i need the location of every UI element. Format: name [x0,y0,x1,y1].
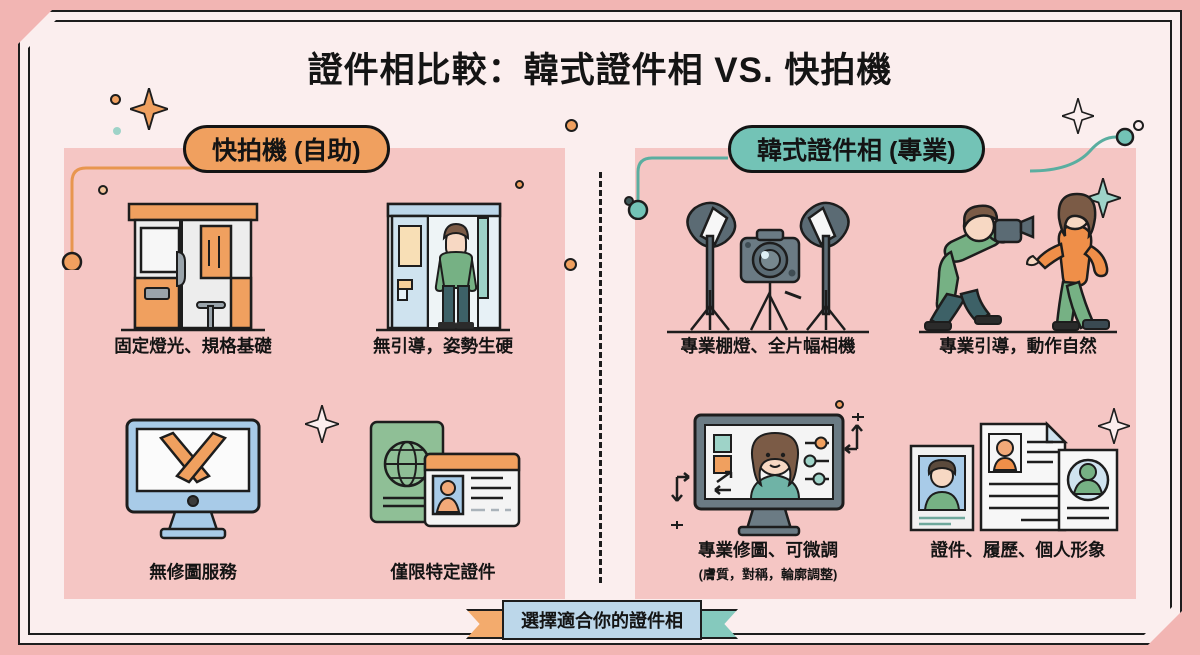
badge-right[interactable]: 韓式證件相 (專業) [728,125,985,173]
cell-left-1: 固定燈光、規格基礎 [78,196,308,358]
badge-left[interactable]: 快拍機 (自助) [183,125,390,173]
cell-left-3: 無修圖服務 [78,412,308,584]
sparkle-icon [130,88,168,130]
ribbon-label[interactable]: 選擇適合你的證件相 [502,600,702,640]
cell-right-1: 專業棚燈、全片幅相機 [648,190,888,358]
photo-booth-art [78,196,308,336]
decor-dot [565,119,578,132]
no-retouch-icon [125,418,261,540]
sparkle-icon [305,405,339,443]
decor-dot [110,94,121,105]
passport-id-icon [369,420,521,528]
connector-right [627,156,728,220]
cell-label: 專業引導，動作自然 [939,336,1097,356]
cell-label: 僅限特定證件 [390,562,496,582]
cell-right-2: 專業引導，動作自然 [903,190,1133,358]
sparkle-icon [1062,98,1094,134]
decor-dot [835,400,844,409]
sparkle-icon [1098,408,1130,444]
cell-label: 固定燈光、規格基礎 [114,336,272,356]
cell-label: 專業修圖、可微調 [698,540,838,560]
no-retouch-art [78,412,308,552]
studio-camera-art [648,190,888,336]
connector-right-upper [1029,127,1135,173]
passport-id-art [328,412,558,552]
decor-dot [113,127,121,135]
cell-right-4: 證件、履歷、個人形象 [898,412,1138,562]
column-divider [599,172,602,583]
cell-label: 專業棚燈、全片幅相機 [680,336,856,356]
cell-sublabel: (膚質，對稱，輪廓調整) [698,566,838,582]
retouch-editor-art [648,405,888,540]
documents-art [898,412,1138,540]
cell-left-2: 無引導，姿勢生硬 [328,196,558,358]
stiff-pose-icon [376,202,510,332]
photographer-icon [919,192,1117,334]
decor-dot [1133,120,1144,131]
decor-dot [624,196,634,206]
retouch-editor-icon [671,413,864,537]
photo-booth-icon [121,202,265,332]
cell-right-3: 專業修圖、可微調 (膚質，對稱，輪廓調整) [648,405,888,583]
connector-left [61,166,220,270]
page-title: 證件相比較：韓式證件相 VS. 快拍機 [307,51,893,90]
stiff-pose-art [328,196,558,336]
cell-label: 無修圖服務 [149,562,237,582]
cell-label: 無引導，姿勢生硬 [373,336,513,356]
documents-icon [909,420,1119,532]
cell-left-4: 僅限特定證件 [328,412,558,584]
bottom-ribbon: 選擇適合你的證件相 [0,600,1200,644]
studio-camera-icon [667,201,869,334]
sparkle-icon [1085,178,1121,218]
decor-dot [98,185,108,195]
photographer-art [903,190,1133,336]
decor-dot [515,180,524,189]
cell-label: 證件、履歷、個人形象 [930,540,1106,560]
decor-dot [564,258,577,271]
